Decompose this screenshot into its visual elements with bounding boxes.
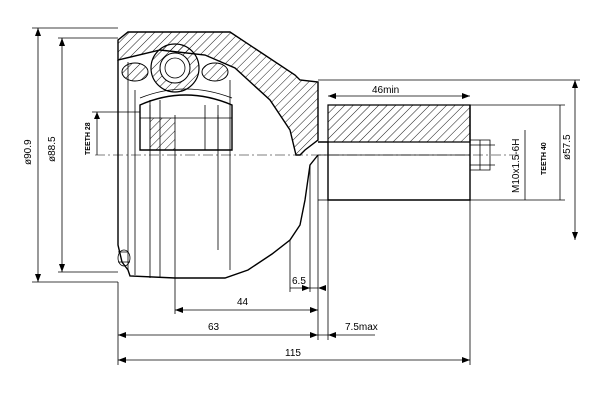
shaft-length-label: 46min: [372, 85, 399, 96]
dim-teeth-inner: [92, 111, 140, 155]
housing-groove-ring: [117, 249, 131, 267]
stub-label: 7.5max: [345, 322, 378, 333]
dia-outer-label: ø90.9: [23, 139, 34, 165]
thread-bore-lines: [470, 144, 495, 166]
inner-race: [139, 94, 233, 151]
dim-dia-outer: [32, 27, 118, 283]
teeth-outer-label: TEETH 40: [541, 142, 548, 175]
dim-teeth-outer: [470, 104, 565, 201]
dim-dia-shaft: [318, 79, 580, 240]
cage-arc: [139, 88, 233, 99]
stub-shaft-hatch: [327, 104, 471, 143]
dim-shaft-length: [328, 93, 470, 99]
depth-label: 44: [237, 297, 249, 308]
teeth-inner-label: TEETH 28: [85, 122, 92, 155]
dia-seal-label: ø88.5: [47, 136, 58, 162]
step-label: 6.5: [292, 276, 306, 287]
ball-left: [121, 62, 149, 82]
dim-dia-seal: [58, 37, 118, 273]
thread-label: M10x1.5-6H: [511, 139, 522, 193]
dim-stub: [318, 200, 375, 340]
body-length-label: 63: [208, 322, 220, 333]
dim-total-length: [118, 200, 471, 365]
dia-shaft-label: ø57.5: [562, 134, 573, 160]
dim-body-length: [117, 155, 319, 365]
housing-outline: [117, 60, 319, 279]
dim-depth: [174, 278, 318, 314]
inner-spline-hatch: [150, 118, 175, 150]
dim-step: [289, 165, 326, 292]
ball-top: [150, 43, 200, 93]
ball-right: [201, 62, 229, 82]
total-length-label: 115: [285, 348, 301, 359]
